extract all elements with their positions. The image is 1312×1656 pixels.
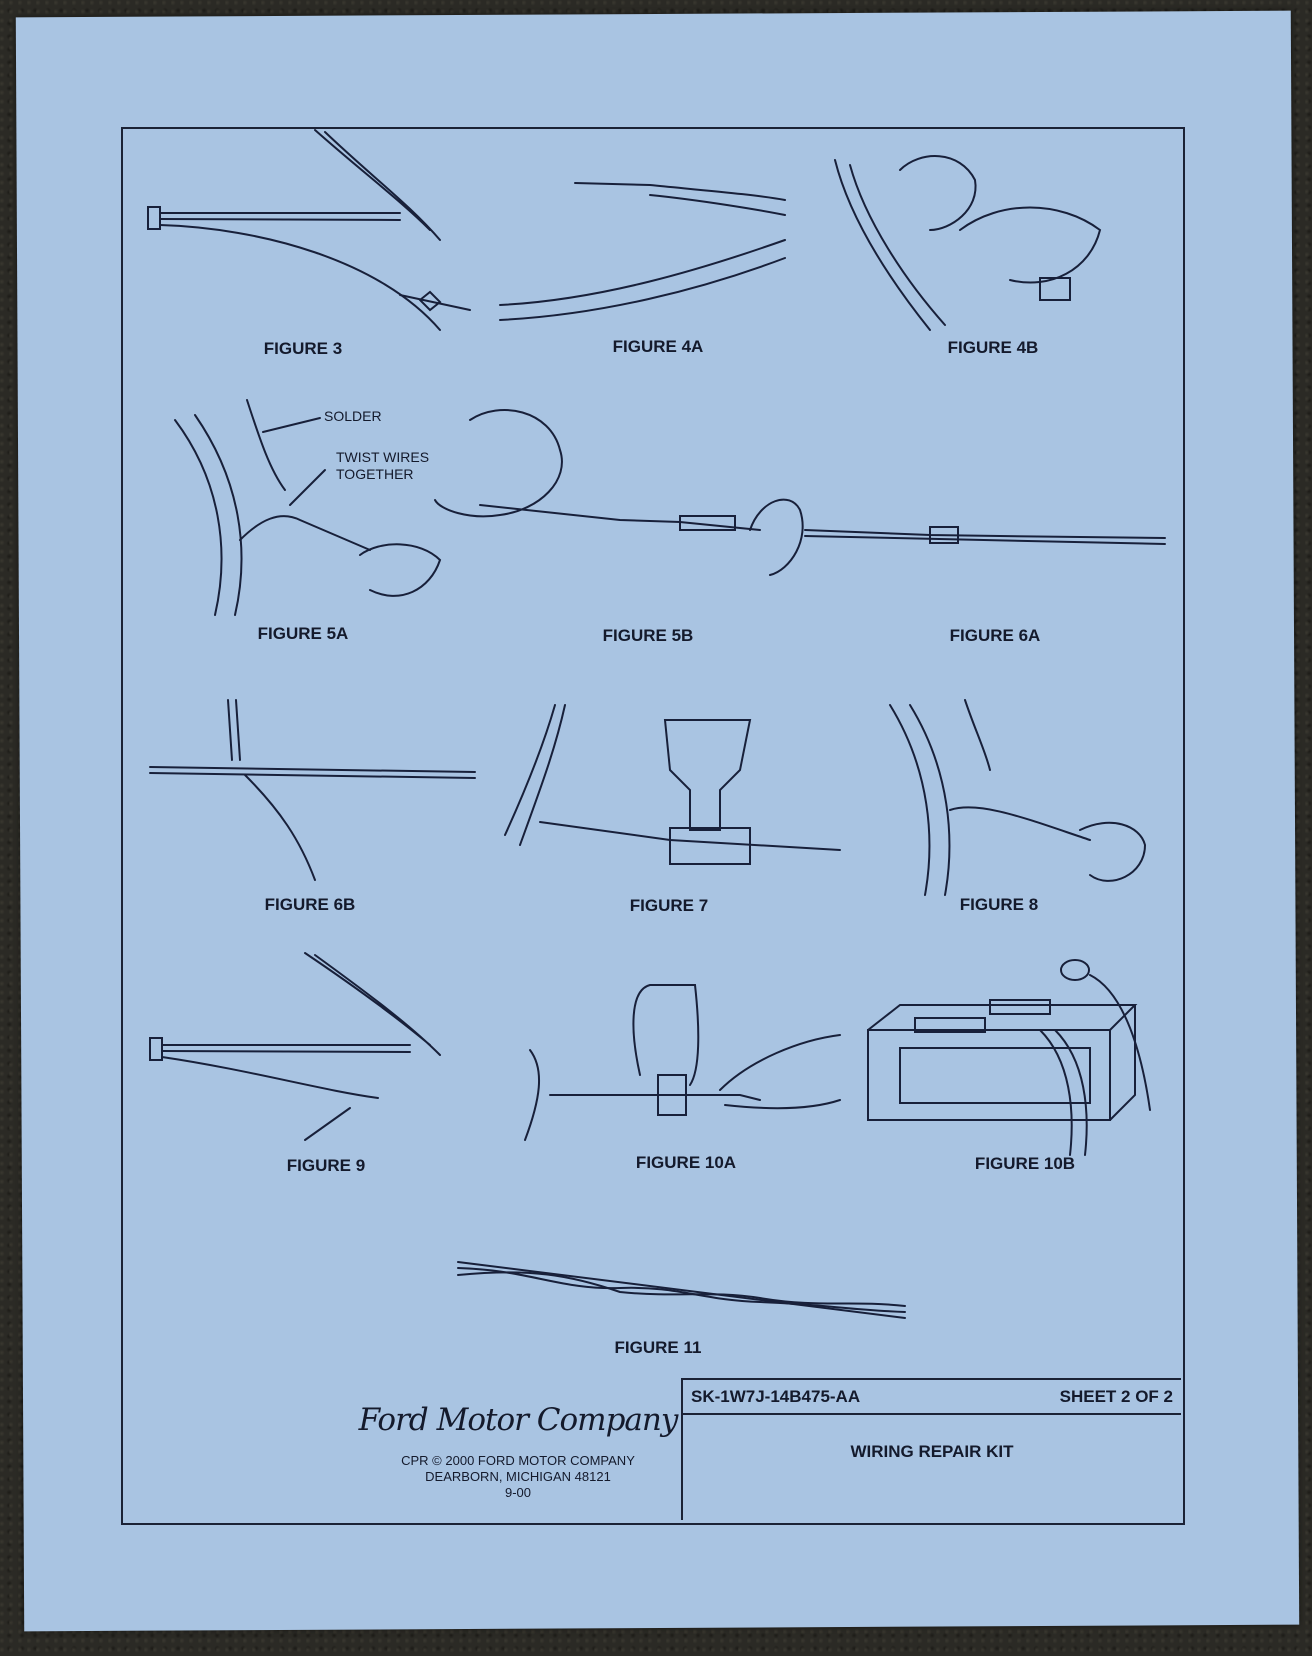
- title-block-header: SK-1W7J-14B475-AA SHEET 2 OF 2: [683, 1380, 1181, 1415]
- part-number: SK-1W7J-14B475-AA: [691, 1387, 861, 1406]
- copyright-block: CPR © 2000 FORD MOTOR COMPANY DEARBORN, …: [401, 1453, 635, 1501]
- figure-11-label: FIGURE 11: [614, 1338, 702, 1357]
- revision-date: 9-00: [504, 1485, 532, 1500]
- ford-logo: Ford Motor Company: [358, 1402, 679, 1438]
- copyright-text: CPR © 2000 FORD MOTOR COMPANY: [401, 1453, 635, 1468]
- figure-6b-label: FIGURE 6B: [264, 895, 356, 914]
- figure-5a-label: FIGURE 5A: [257, 624, 349, 643]
- figure-3-label: FIGURE 3: [263, 339, 343, 358]
- figure-8-label: FIGURE 8: [959, 895, 1039, 914]
- figure-6a-label: FIGURE 6A: [949, 626, 1041, 645]
- title-block: SK-1W7J-14B475-AA SHEET 2 OF 2 WIRING RE…: [681, 1378, 1181, 1520]
- solder-callout: SOLDER: [324, 408, 382, 424]
- drawing-frame: [121, 127, 1185, 1525]
- twist-wires-line-2: TOGETHER: [336, 466, 414, 482]
- address-text: DEARBORN, MICHIGAN 48121: [425, 1469, 611, 1484]
- figure-9-label: FIGURE 9: [286, 1156, 366, 1175]
- figure-4b-label: FIGURE 4B: [947, 338, 1039, 357]
- figure-10b-label: FIGURE 10B: [974, 1154, 1076, 1173]
- drawing-title: WIRING REPAIR KIT: [850, 1442, 1014, 1461]
- figure-5b-label: FIGURE 5B: [602, 626, 694, 645]
- figure-10a-label: FIGURE 10A: [635, 1153, 737, 1172]
- sheet-number: SHEET 2 OF 2: [1059, 1387, 1173, 1406]
- figure-7-label: FIGURE 7: [629, 896, 709, 915]
- twist-wires-callout: TWIST WIRES TOGETHER: [336, 449, 429, 483]
- figure-4a-label: FIGURE 4A: [612, 337, 704, 356]
- twist-wires-line-1: TWIST WIRES: [336, 449, 430, 465]
